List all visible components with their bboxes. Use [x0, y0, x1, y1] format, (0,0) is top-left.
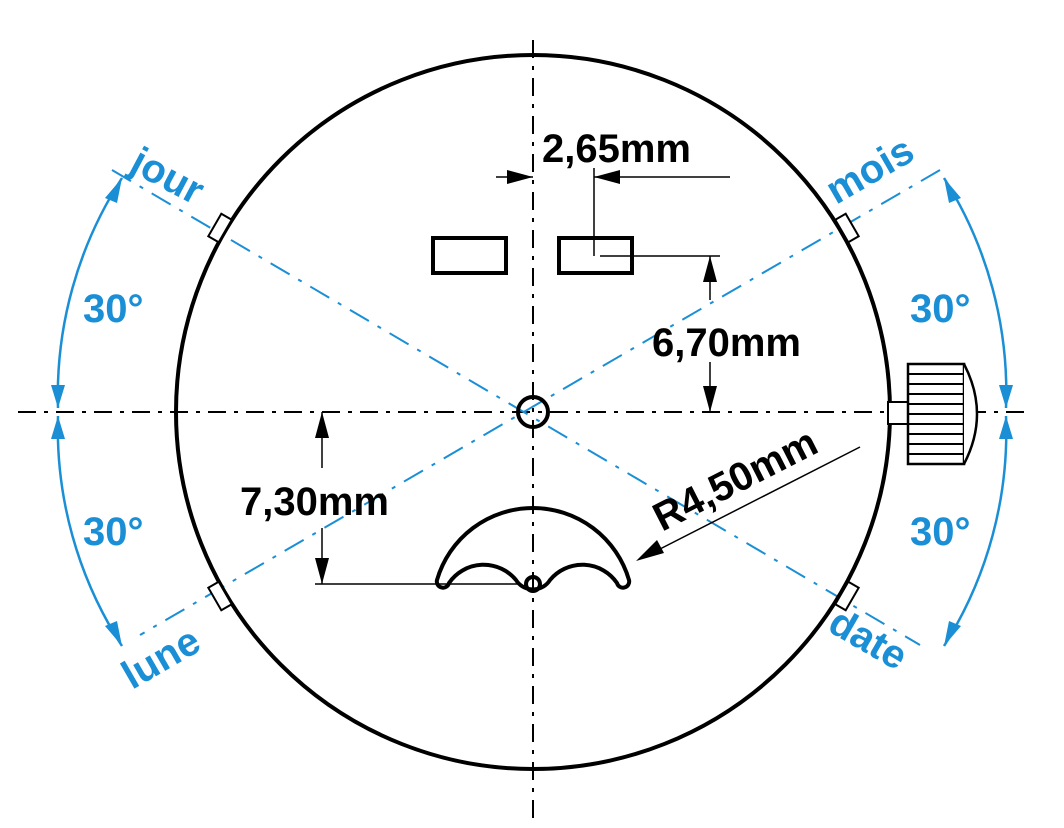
angle-label-top-left: 30° [83, 287, 144, 331]
dim-slot-offset-lines [496, 168, 730, 256]
right-angle-arcs [942, 177, 1013, 647]
dim-cutout-height-label: 7,30mm [240, 480, 389, 524]
moon-cutout [434, 506, 632, 592]
label-lune: lune [115, 619, 208, 698]
left-angle-arcs [51, 177, 124, 647]
jour-marker [206, 212, 234, 244]
dim-slot-height-lines [600, 255, 720, 412]
angle-label-bottom-right: 30° [910, 510, 971, 554]
label-date: date [822, 600, 915, 679]
date-marker [833, 580, 861, 612]
center-pivot [516, 395, 550, 429]
jour-date-axis [111, 169, 921, 646]
lune-marker [206, 580, 234, 612]
angle-label-bottom-left: 30° [83, 510, 144, 554]
dim-radius-label: R4,50mm [646, 420, 824, 540]
dim-radius-leader [636, 446, 861, 561]
mois-marker [833, 212, 861, 244]
angle-label-top-right: 30° [910, 287, 971, 331]
moon-pivot [524, 575, 542, 593]
dim-slot-offset-label: 2,65mm [542, 127, 691, 171]
mois-lune-axis [139, 169, 941, 636]
left-slot [431, 236, 508, 275]
dim-cutout-height-lines [315, 412, 520, 585]
label-mois: mois [819, 128, 922, 213]
crown [887, 362, 979, 466]
dim-slot-height-label: 6,70mm [652, 321, 801, 365]
